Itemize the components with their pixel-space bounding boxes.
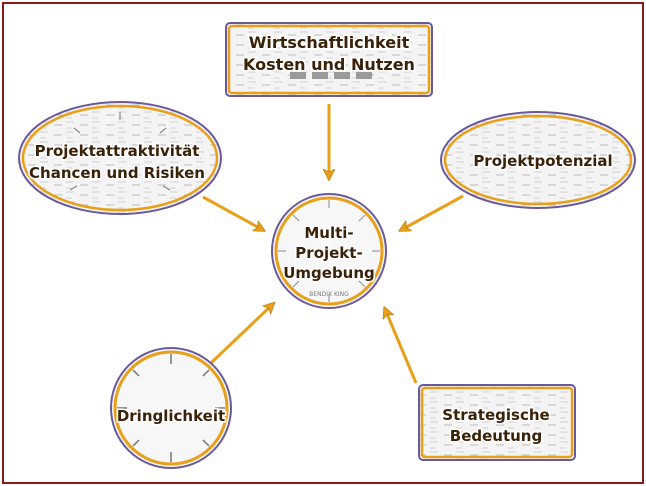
node-label-line-2: Chancen und Risiken bbox=[29, 164, 205, 182]
node-label: Dringlichkeit bbox=[117, 407, 225, 425]
node-label-line-2: Bedeutung bbox=[450, 427, 542, 445]
node-label-line-1: Strategische bbox=[442, 406, 549, 424]
node-label: Projektpotenzial bbox=[473, 152, 612, 170]
arrow-projektpotenzial bbox=[401, 194, 464, 230]
node-label-line-3: Umgebung bbox=[283, 264, 375, 282]
node-label-line-1: Projektattraktivität bbox=[35, 142, 200, 160]
node-wirtschaftlichkeit: Wirtschaftlichkeit Kosten und Nutzen bbox=[225, 22, 433, 97]
arrow-dringlichkeit bbox=[209, 304, 273, 365]
node-projektpotenzial: Projektpotenzial bbox=[440, 111, 636, 209]
node-strategische-bedeutung: Strategische Bedeutung bbox=[418, 384, 576, 461]
dial-icon bbox=[69, 112, 171, 191]
node-label-line-1: Wirtschaftlichkeit bbox=[249, 33, 410, 52]
node-center: Multi- Projekt- Umgebung BENDIX KING bbox=[271, 193, 387, 309]
dial-brand-label: BENDIX KING bbox=[309, 291, 349, 298]
arrows bbox=[202, 104, 464, 384]
node-projektattraktivitaet: Projektattraktivität Chancen und Risiken bbox=[18, 101, 222, 215]
node-dringlichkeit: Dringlichkeit bbox=[110, 347, 232, 469]
control-panel-icon bbox=[290, 72, 372, 79]
clock-dial-icon bbox=[117, 354, 225, 462]
node-label-line-2: Kosten und Nutzen bbox=[243, 55, 415, 74]
node-label-line-1: Multi- bbox=[304, 224, 353, 242]
arrow-strategische-bedeutung bbox=[385, 309, 418, 384]
node-label-line-2: Projekt- bbox=[295, 244, 362, 262]
arrow-projektattraktivitaet bbox=[202, 195, 263, 230]
compass-dial-icon bbox=[278, 200, 380, 302]
